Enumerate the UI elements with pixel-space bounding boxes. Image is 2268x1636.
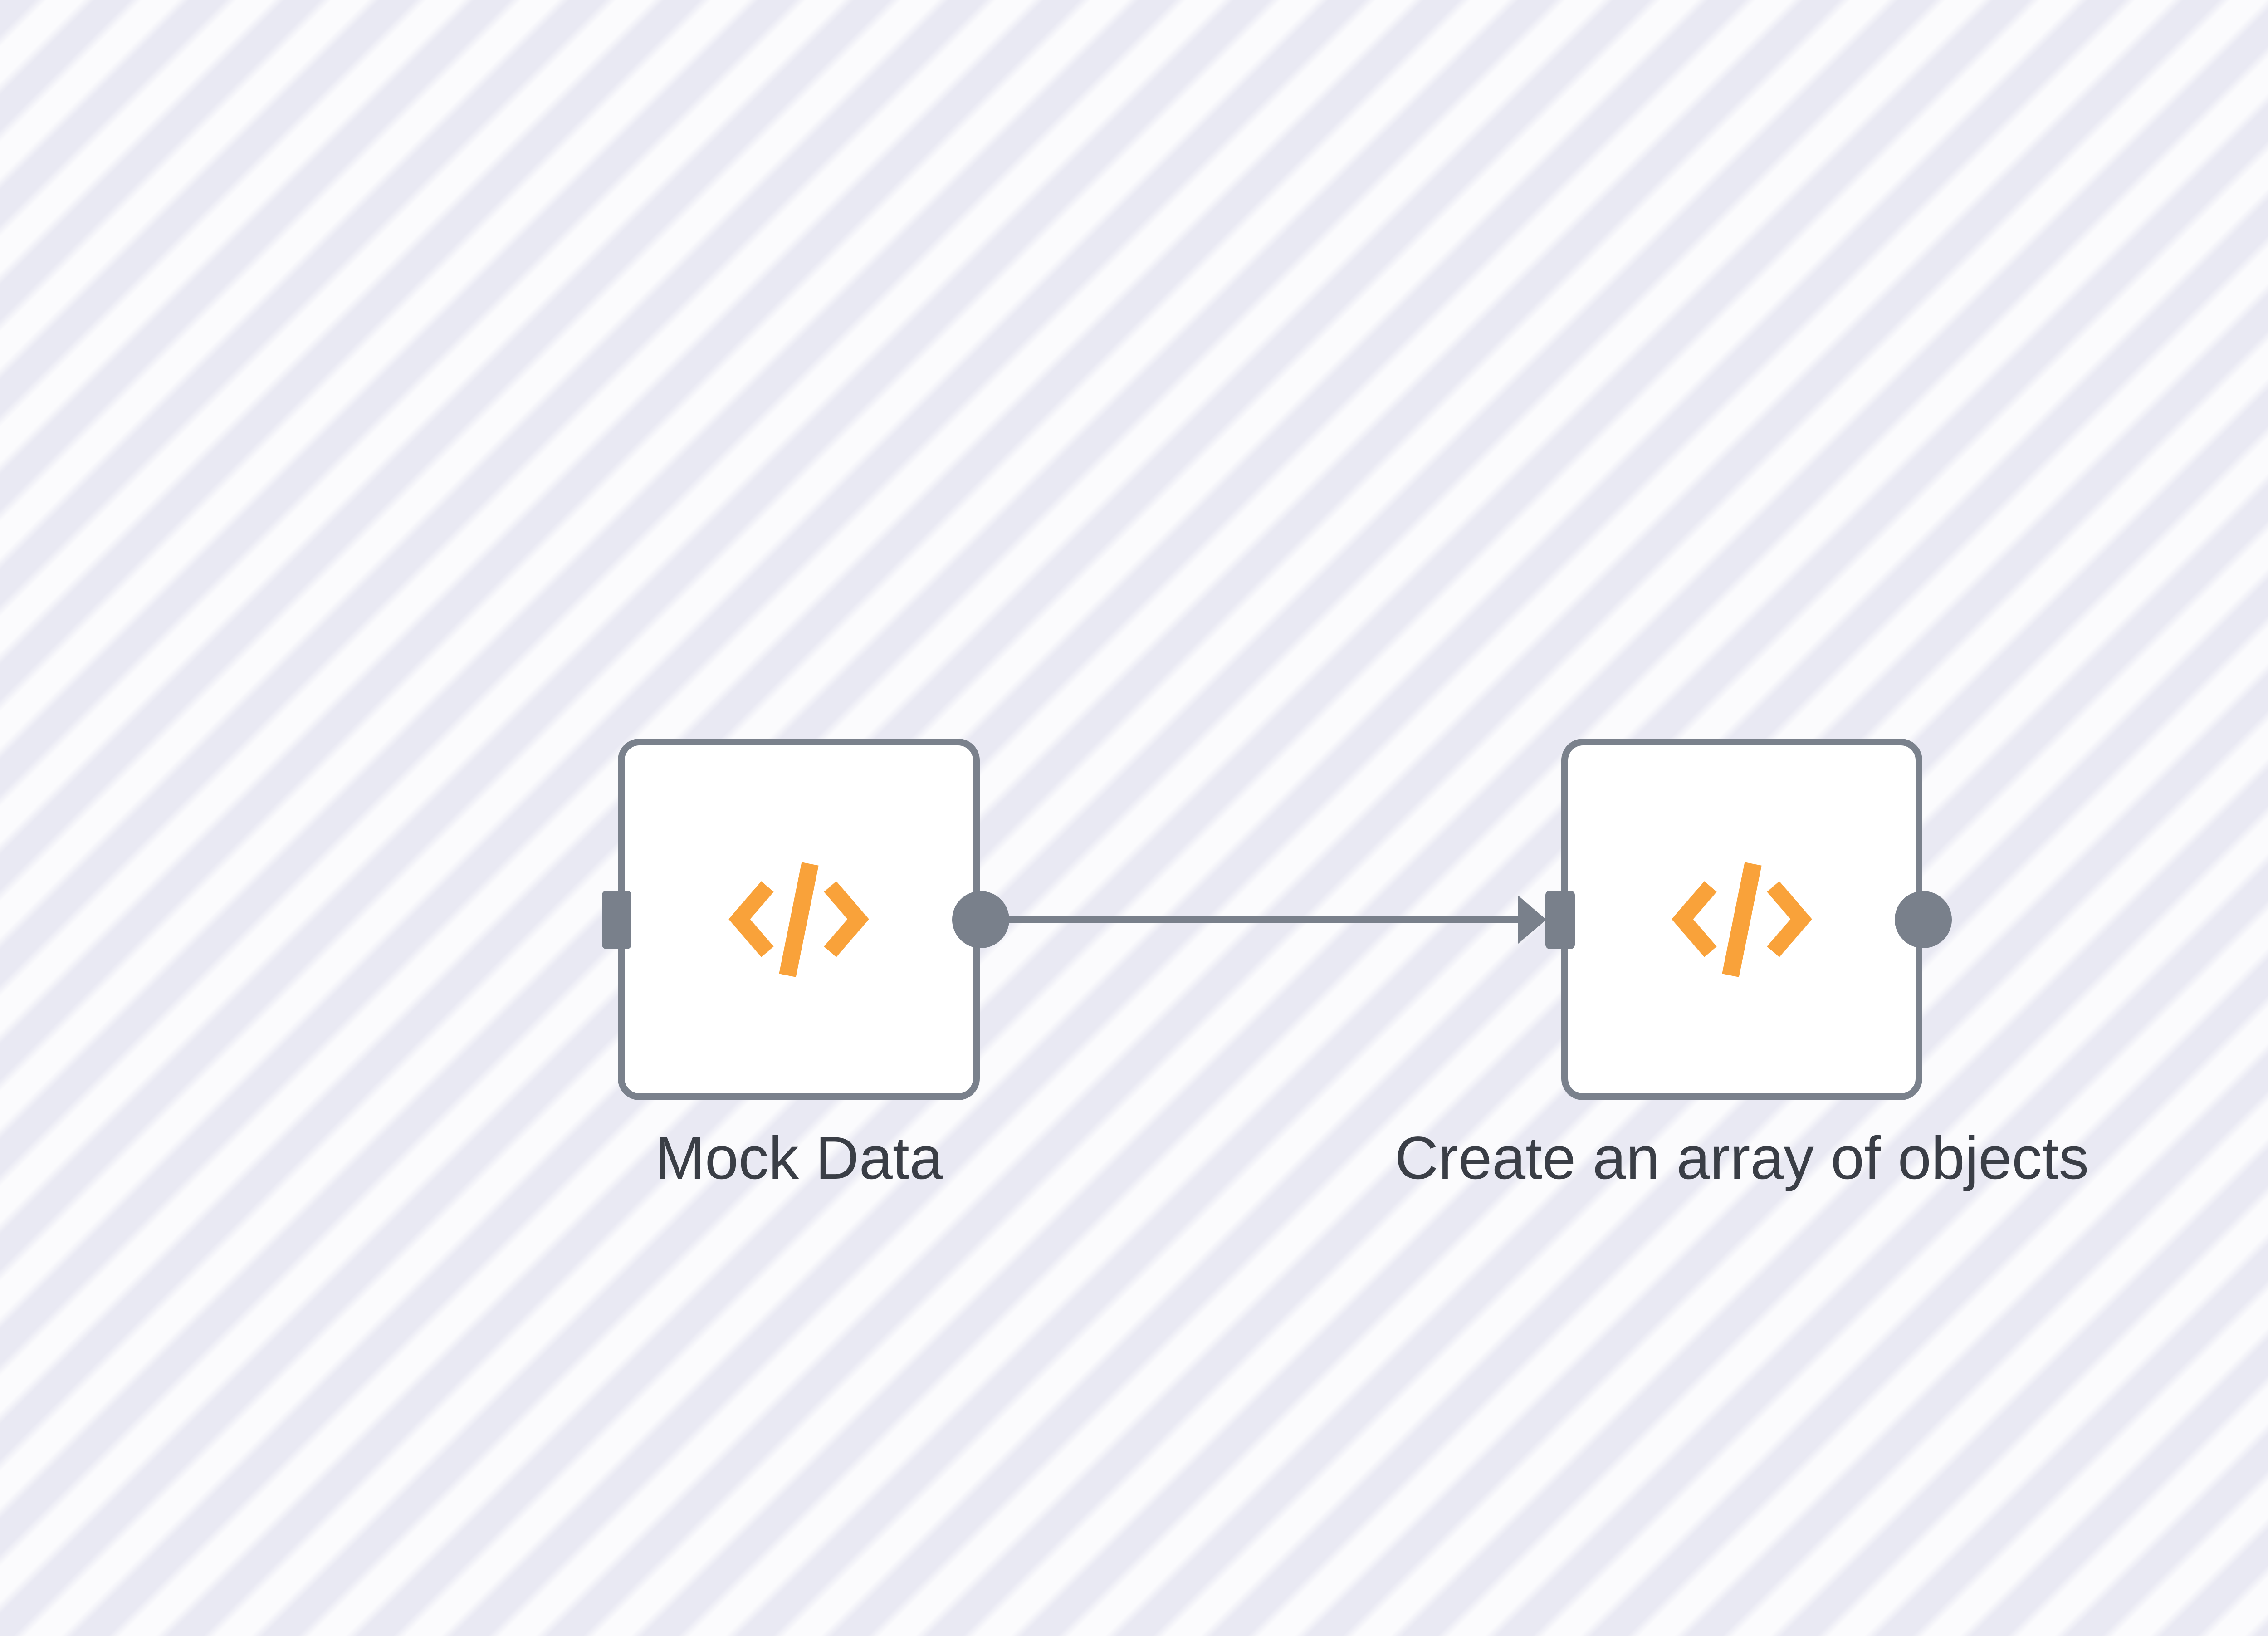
code-icon [728,862,869,977]
node-label-create-array-of-objects: Create an array of objects [1394,1125,2089,1192]
input-port[interactable] [602,891,631,949]
connection-wire [981,916,1520,923]
connection-arrowhead-icon [1518,896,1546,944]
output-port[interactable] [952,891,1009,948]
code-icon [1672,862,1812,977]
node-mock-data[interactable] [602,739,1009,1100]
node-label-mock-data: Mock Data [655,1125,943,1192]
output-port[interactable] [1895,891,1952,948]
input-port[interactable] [1545,891,1575,949]
node-create-array-of-objects[interactable] [1545,739,1952,1100]
